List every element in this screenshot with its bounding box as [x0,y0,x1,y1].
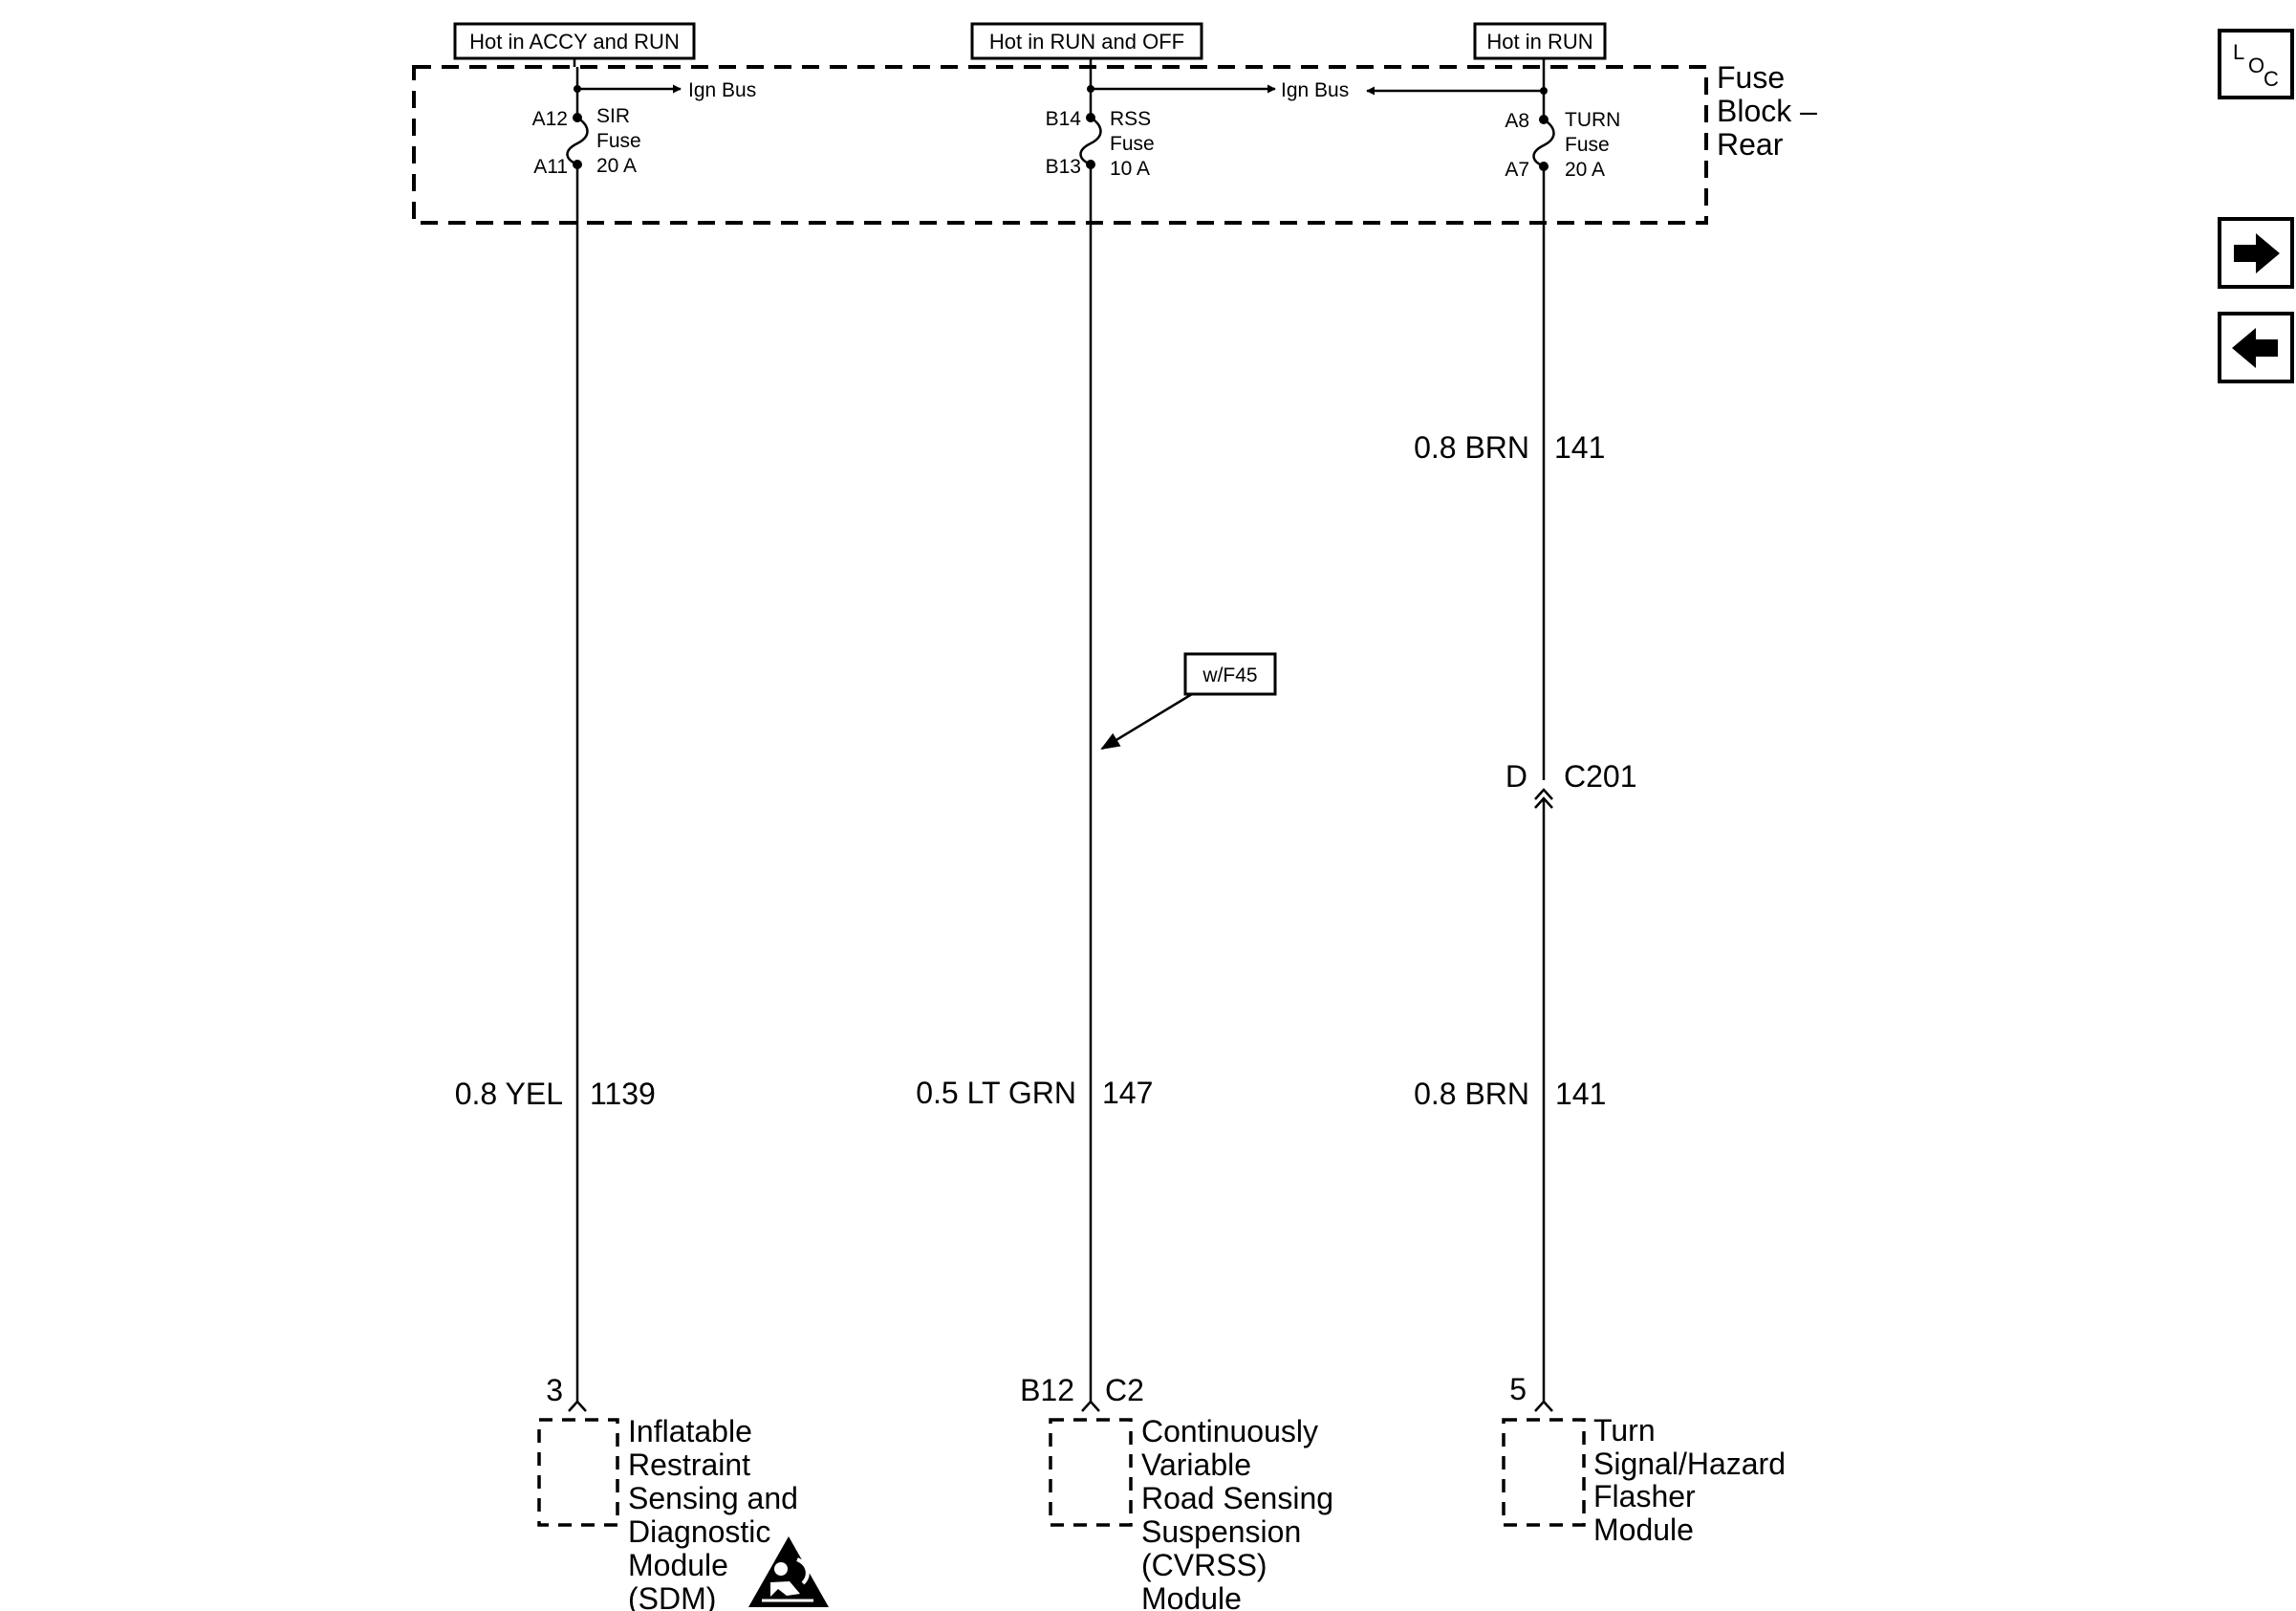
module-cvrss: B12 C2 Continuously Variable Road Sensin… [1020,1373,1333,1611]
svg-text:Module: Module [628,1548,728,1582]
svg-text:Signal/Hazard: Signal/Hazard [1593,1447,1786,1481]
module-pin: B12 [1020,1373,1074,1407]
svg-text:Fuse: Fuse [1110,133,1155,155]
svg-text:Variable: Variable [1141,1448,1251,1482]
fuse-block-name: Fuse Block – Rear [1717,60,1817,162]
loc-letter-l: L [2233,40,2244,64]
svg-text:Fuse: Fuse [1717,60,1785,95]
wire-circuit-label: 147 [1102,1076,1153,1110]
loc-letter-o: O [2248,54,2264,77]
loc-button[interactable]: L O C [2218,29,2294,99]
arrow-right-icon [2234,233,2280,273]
svg-text:Fuse: Fuse [596,130,641,152]
svg-text:B13: B13 [1046,156,1081,178]
svg-text:C201: C201 [1564,759,1637,794]
arrow-left-icon [2232,328,2278,368]
wire-1139: 0.8 YEL 1139 [455,164,656,1402]
fuse-turn: A8 A7 TURN Fuse 20 A [1505,67,1620,181]
svg-text:Ign Bus: Ign Bus [688,79,756,101]
wire-color-label: 0.5 LT GRN [916,1076,1076,1110]
wire-color-label: 0.8 BRN [1414,430,1529,465]
svg-text:A11: A11 [533,156,568,178]
svg-text:20 A: 20 A [596,155,637,177]
wire-circuit-label: 141 [1554,430,1605,465]
ign-bus-left: Ign Bus [577,79,756,101]
wire-color-label: 0.8 BRN [1414,1077,1529,1111]
svg-text:Module: Module [1593,1513,1694,1547]
wire-147: 0.5 LT GRN 147 [916,164,1153,1402]
fuse-sir: A12 A11 SIR Fuse 20 A [532,67,641,178]
svg-text:10 A: 10 A [1110,158,1150,180]
svg-text:Rear: Rear [1717,127,1784,162]
svg-text:20 A: 20 A [1565,159,1605,181]
svg-text:(SDM): (SDM) [628,1581,716,1611]
svg-text:A12: A12 [532,108,568,130]
power-label-left: Hot in ACCY and RUN [453,22,696,60]
connector-c201: D C201 [1505,759,1637,809]
svg-text:A8: A8 [1505,110,1529,132]
svg-text:Module: Module [1141,1581,1242,1611]
fuse-block-outline [412,65,1708,225]
svg-text:Block –: Block – [1717,94,1817,128]
next-button[interactable] [2218,217,2294,289]
option-tag-wf45: w/F45 [1100,652,1277,751]
svg-text:Hot in RUN: Hot in RUN [1486,30,1592,54]
svg-text:D: D [1505,759,1527,794]
svg-text:TURN: TURN [1565,109,1620,131]
svg-text:SIR: SIR [596,105,630,127]
previous-button[interactable] [2218,312,2294,383]
svg-text:w/F45: w/F45 [1202,664,1257,686]
svg-text:Hot in ACCY and RUN: Hot in ACCY and RUN [469,30,680,54]
svg-text:Ign Bus: Ign Bus [1281,79,1349,101]
module-connector: C2 [1105,1373,1144,1407]
loc-letter-c: C [2264,67,2279,91]
svg-text:B14: B14 [1046,108,1082,130]
module-flasher: 5 Turn Signal/Hazard Flasher Module [1502,1372,1786,1547]
wire-circuit-label: 1139 [590,1077,656,1111]
svg-text:Fuse: Fuse [1565,134,1610,156]
fuse-rss: B14 B13 RSS Fuse 10 A [1046,67,1155,180]
svg-text:Road Sensing: Road Sensing [1141,1481,1333,1515]
svg-text:RSS: RSS [1110,108,1151,130]
svg-text:A7: A7 [1505,159,1529,181]
svg-text:Suspension: Suspension [1141,1514,1301,1549]
power-label-center: Hot in RUN and OFF [970,22,1203,60]
power-label-right: Hot in RUN [1473,22,1607,60]
wire-141: 0.8 BRN 141 0.8 BRN 141 [1414,166,1606,1402]
ign-bus-center-right: Ign Bus [1094,79,1542,101]
svg-text:Flasher: Flasher [1593,1479,1696,1513]
module-pin: 5 [1509,1372,1527,1406]
airbag-warning-icon [748,1536,829,1607]
wire-color-label: 0.8 YEL [455,1077,563,1111]
svg-text:Continuously: Continuously [1141,1414,1318,1448]
svg-text:(CVRSS): (CVRSS) [1141,1548,1267,1582]
svg-text:Turn: Turn [1593,1413,1656,1448]
svg-text:Sensing and: Sensing and [628,1481,798,1515]
wire-circuit-label: 141 [1555,1077,1606,1111]
svg-text:Hot in RUN and OFF: Hot in RUN and OFF [989,30,1184,54]
svg-text:Diagnostic: Diagnostic [628,1514,770,1549]
svg-text:Inflatable: Inflatable [628,1414,752,1448]
module-sdm: 3 Inflatable Restraint Sensing and Diagn… [537,1373,829,1611]
module-pin: 3 [546,1373,563,1407]
svg-text:Restraint: Restraint [628,1448,750,1482]
